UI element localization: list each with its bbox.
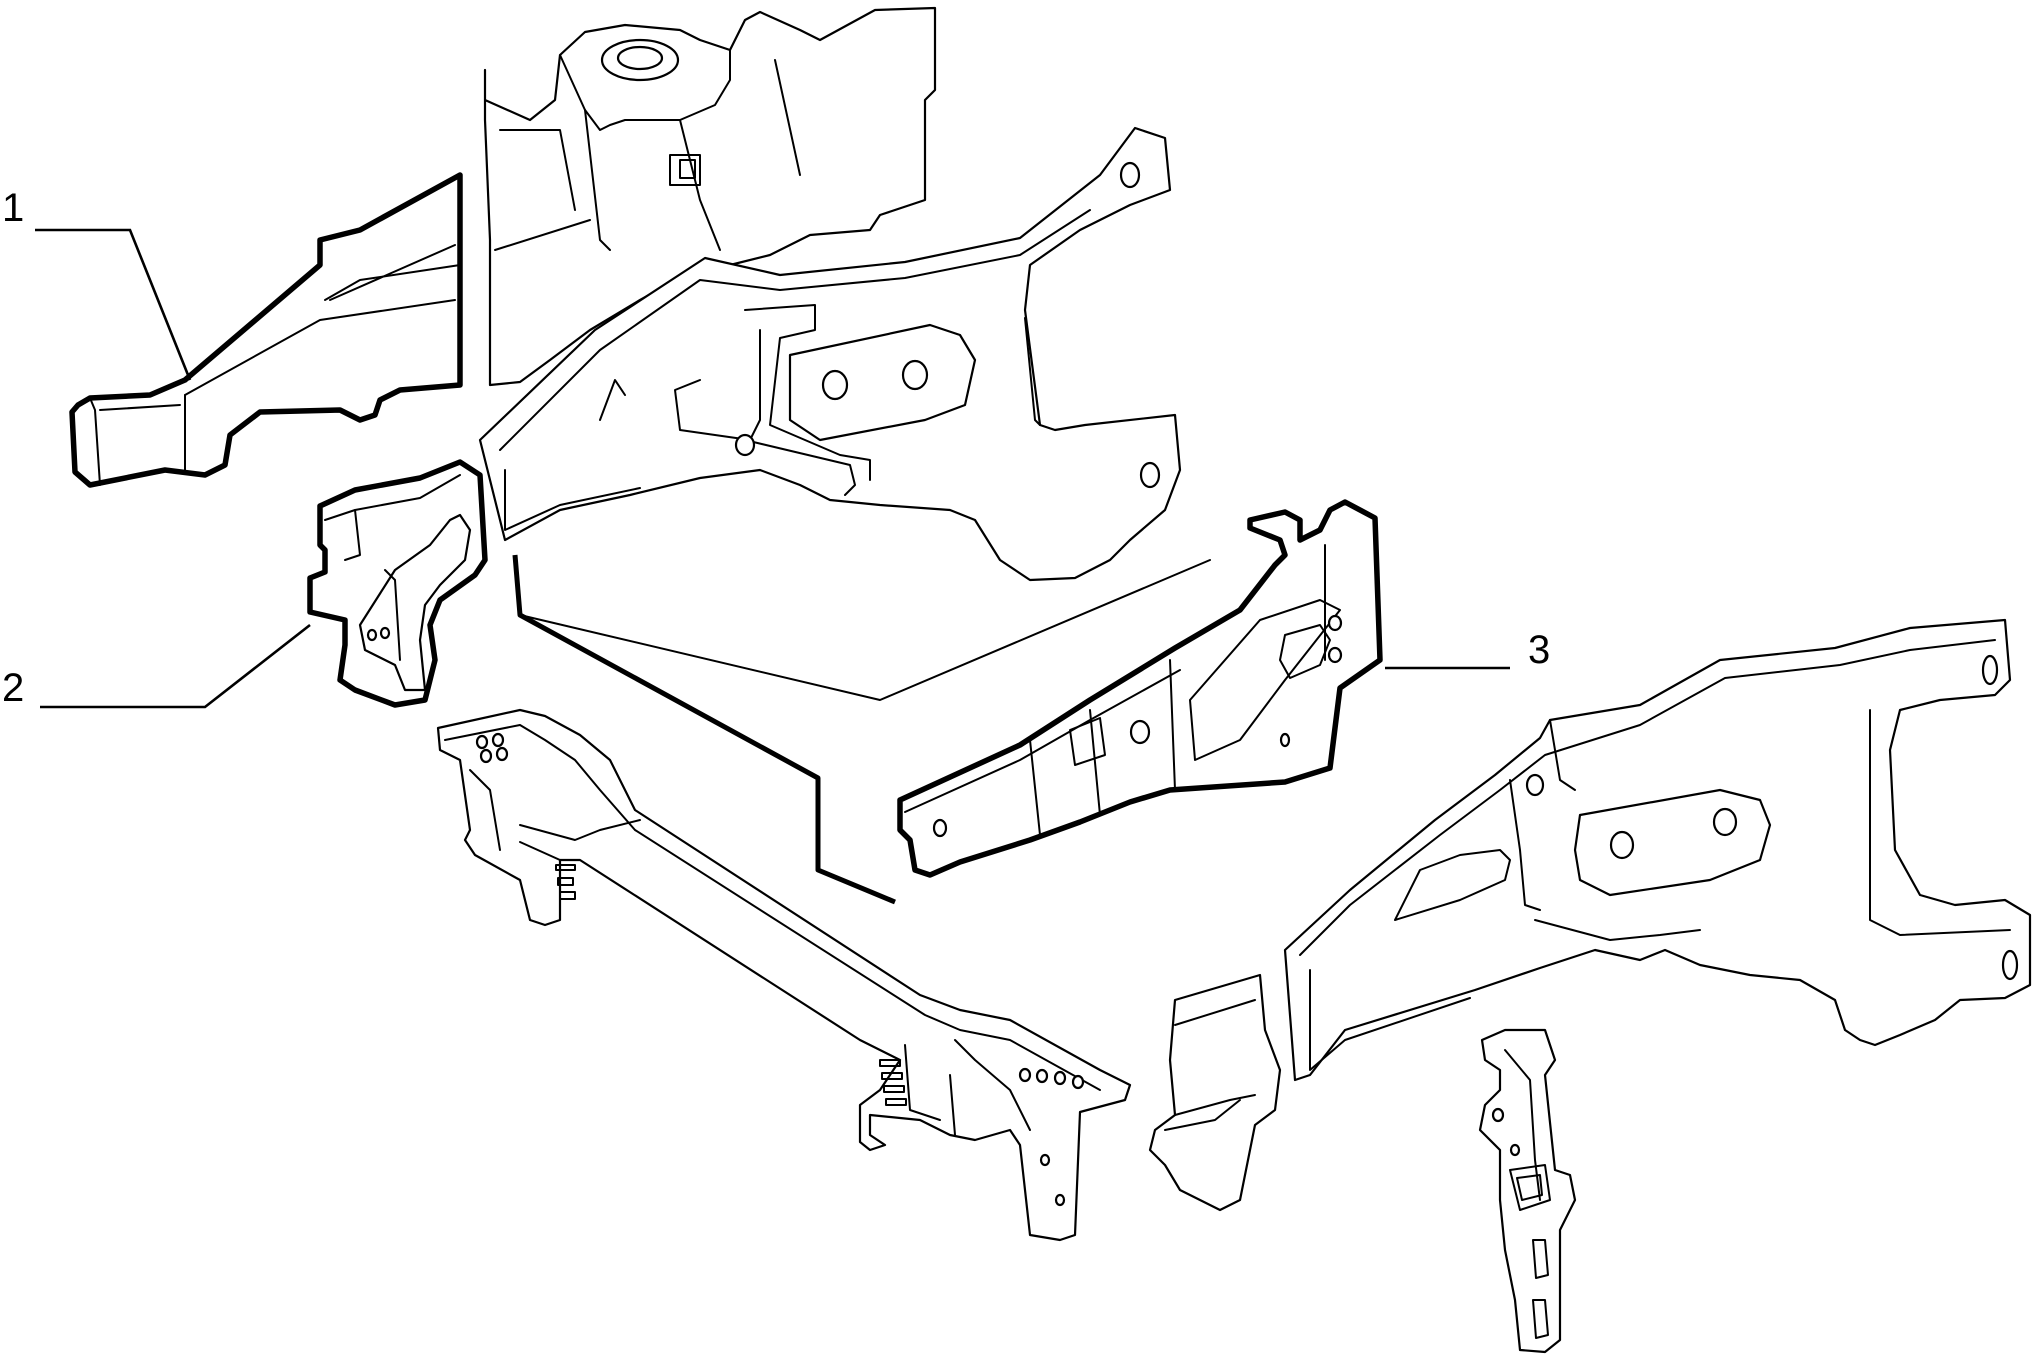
lower-frame-panel bbox=[1283, 618, 2032, 1082]
leader-lines bbox=[35, 228, 1510, 709]
strut-tower-part bbox=[483, 6, 937, 387]
leader-line-1 bbox=[35, 228, 192, 381]
callout-label-1: 1 bbox=[2, 186, 25, 230]
callout-label-3: 3 bbox=[1528, 628, 1551, 672]
assembly-outline bbox=[512, 554, 896, 905]
leader-line-2 bbox=[40, 623, 311, 709]
vertical-bracket bbox=[1478, 1028, 1577, 1354]
small-lower-bracket bbox=[1148, 973, 1282, 1212]
callout-label-2: 2 bbox=[2, 666, 25, 710]
part-2-bracket bbox=[307, 459, 488, 708]
assembly-outline-thin bbox=[519, 559, 1211, 701]
upper-frame-panel bbox=[478, 126, 1182, 582]
part-3-bracket bbox=[897, 499, 1383, 878]
part-1-bracket bbox=[69, 172, 463, 488]
cross-member bbox=[436, 708, 1132, 1242]
